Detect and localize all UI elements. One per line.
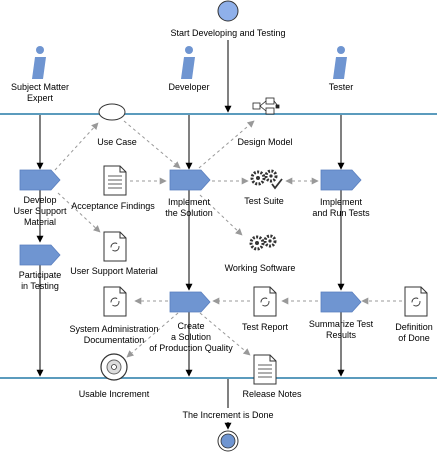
- artifact-label-acceptance: Acceptance Findings: [71, 201, 155, 211]
- use-case-ellipse-icon: [98, 103, 126, 121]
- artifact-label-user-support: User Support Material: [70, 266, 158, 276]
- release-notes-document-icon: [253, 354, 277, 385]
- task-participate[interactable]: [19, 244, 61, 266]
- artifact-label-working-software: Working Software: [224, 263, 296, 273]
- start-label: Start Developing and Testing: [170, 28, 286, 38]
- acceptance-document-icon: [103, 165, 127, 196]
- artifact-label-usable-increment: Usable Increment: [78, 389, 150, 399]
- role-label-developer: Developer: [168, 82, 210, 92]
- artifact-label-release-notes: Release Notes: [242, 389, 302, 399]
- test-suite-gears-icon: [250, 169, 283, 190]
- usable-increment-disc-icon: [100, 353, 128, 381]
- definition-done-document-icon: [404, 286, 428, 317]
- end-label: The Increment is Done: [180, 410, 276, 421]
- role-icon-developer: [181, 46, 195, 79]
- artifact-flow: [54, 120, 402, 358]
- artifact-label-design-model: Design Model: [237, 137, 293, 147]
- role-label-tester: Tester: [328, 82, 354, 92]
- task-implement-tests[interactable]: [320, 169, 362, 191]
- task-summarize[interactable]: [320, 291, 362, 313]
- end-node: [217, 430, 239, 452]
- artifact-label-use-case: Use Case: [97, 137, 137, 147]
- artifact-label-test-report: Test Report: [241, 322, 289, 332]
- task-implement[interactable]: [169, 169, 211, 191]
- control-flow: [36, 40, 345, 430]
- sysadmin-document-icon: [103, 286, 127, 317]
- working-software-gears-icon: [249, 234, 277, 251]
- role-icon-tester: [333, 46, 347, 79]
- artifact-label-test-suite: Test Suite: [244, 196, 284, 206]
- start-node: [217, 0, 239, 22]
- task-create-solution[interactable]: [169, 291, 211, 313]
- task-develop-support[interactable]: [19, 169, 61, 191]
- user-support-document-icon: [103, 231, 127, 262]
- test-report-document-icon: [253, 286, 277, 317]
- design-model-icon: [252, 97, 280, 115]
- role-icon-sme: [32, 46, 46, 79]
